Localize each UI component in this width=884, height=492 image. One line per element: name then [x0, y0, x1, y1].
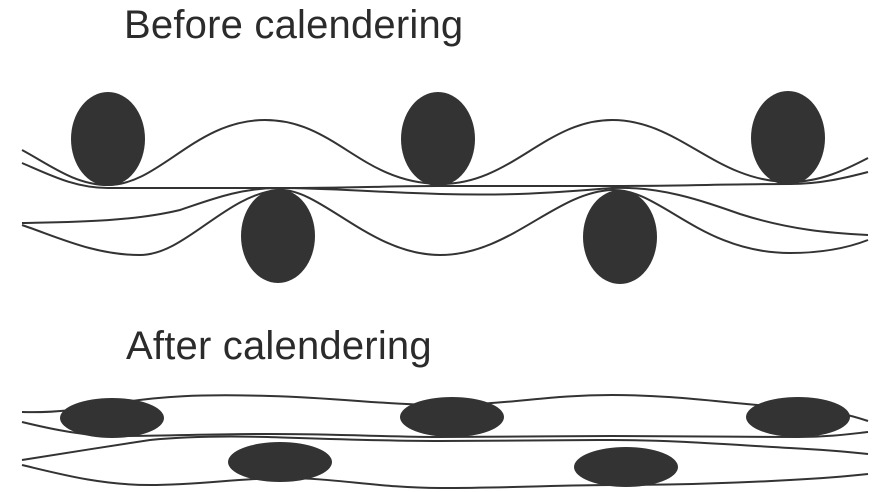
- after-fiber-1: [60, 398, 164, 438]
- before-calendering-section: [22, 91, 868, 284]
- after-fiber-2: [400, 397, 504, 437]
- before-lower-yarn-bottom: [22, 190, 868, 255]
- after-lower-yarn-top: [22, 436, 868, 460]
- before-fiber-5: [583, 190, 657, 284]
- before-lower-yarn-top: [22, 188, 868, 235]
- after-lower-yarn-bottom: [22, 465, 868, 488]
- before-fiber-3: [751, 91, 825, 185]
- after-fiber-4: [228, 442, 332, 482]
- after-fiber-3: [746, 397, 850, 437]
- before-fiber-1: [71, 92, 145, 186]
- before-fiber-4: [241, 189, 315, 283]
- before-fiber-2: [401, 92, 475, 186]
- after-calendering-section: [22, 395, 868, 488]
- after-fiber-5: [574, 447, 678, 487]
